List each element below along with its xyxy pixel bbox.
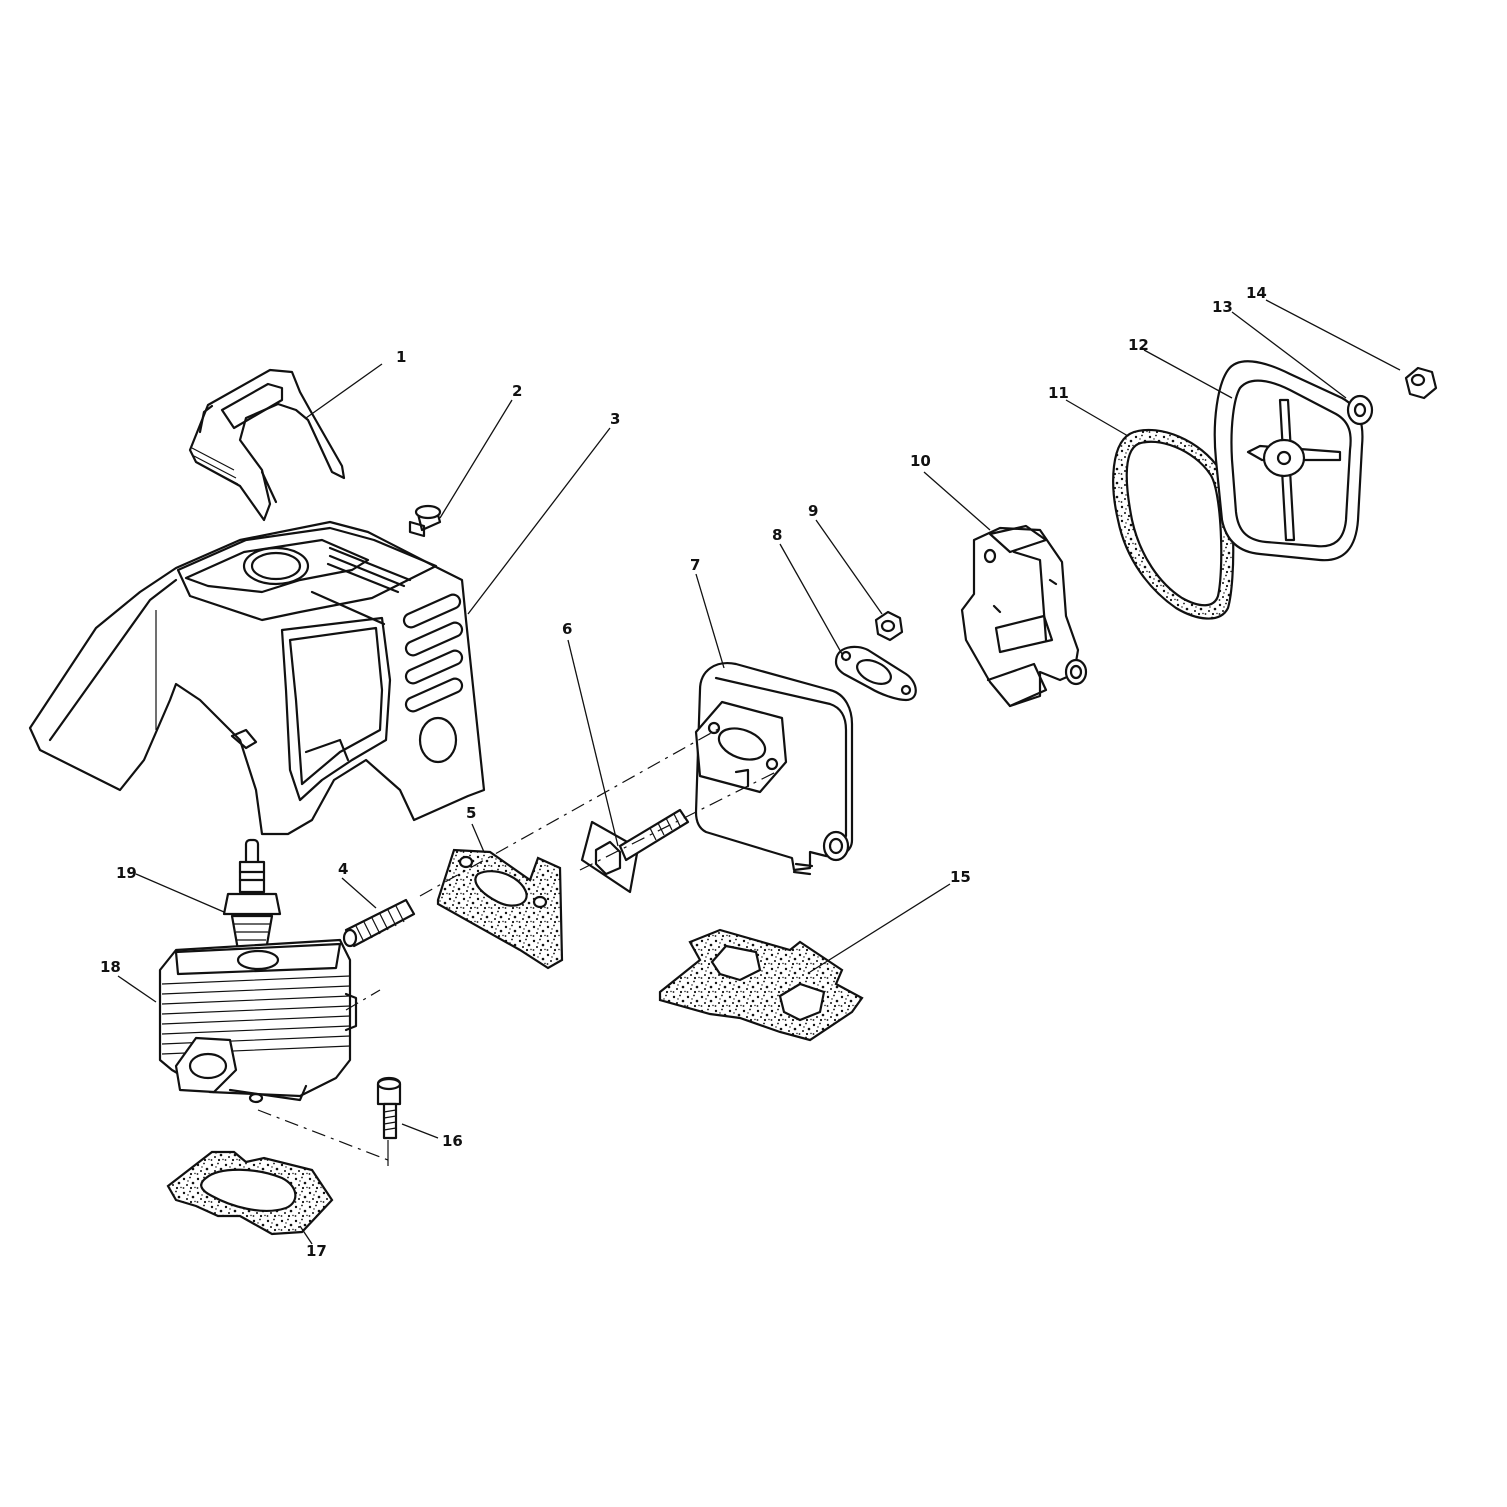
part-7-muffler xyxy=(694,662,854,876)
label-part-7: 7 xyxy=(690,556,700,574)
part-5-bracket-gasket xyxy=(436,848,564,970)
label-part-17: 17 xyxy=(306,1242,327,1260)
part-4-stud xyxy=(342,898,416,948)
label-part-1: 1 xyxy=(396,348,406,366)
label-part-19: 19 xyxy=(116,864,137,882)
assembly-center-lines xyxy=(257,727,781,1166)
part-8-gasket xyxy=(834,645,917,702)
part-3-cylinder-shroud xyxy=(28,520,486,836)
part-11-filter-gasket xyxy=(1112,428,1235,620)
label-part-16: 16 xyxy=(442,1132,463,1150)
label-part-18: 18 xyxy=(100,958,121,976)
label-part-2: 2 xyxy=(512,382,522,400)
part-2-screw xyxy=(408,504,442,538)
label-part-11: 11 xyxy=(1048,384,1069,402)
part-18-cylinder xyxy=(158,938,358,1104)
label-part-12: 12 xyxy=(1128,336,1149,354)
part-number-labels: 1 2 3 4 5 6 7 8 9 10 11 12 13 14 15 16 1… xyxy=(100,284,1267,1260)
part-12-filter-cover xyxy=(1213,360,1364,562)
part-9-nut xyxy=(874,610,904,642)
label-part-15: 15 xyxy=(950,868,971,886)
part-15-base-gasket xyxy=(658,928,864,1042)
part-13-washer xyxy=(1346,394,1374,426)
part-19-spark-plug xyxy=(222,838,282,952)
label-part-13: 13 xyxy=(1212,298,1233,316)
label-part-3: 3 xyxy=(610,410,620,428)
label-part-6: 6 xyxy=(562,620,572,638)
label-part-4: 4 xyxy=(338,860,348,878)
label-part-14: 14 xyxy=(1246,284,1267,302)
part-6-bolt-plate xyxy=(580,808,690,894)
part-17-cylinder-gasket xyxy=(166,1150,334,1236)
label-part-9: 9 xyxy=(808,502,818,520)
label-part-5: 5 xyxy=(466,804,476,822)
label-part-8: 8 xyxy=(772,526,782,544)
part-1-handle-cover xyxy=(188,368,346,522)
label-part-10: 10 xyxy=(910,452,931,470)
part-14-nut xyxy=(1404,366,1438,400)
part-16-bolt xyxy=(376,1076,402,1140)
leader-lines xyxy=(117,299,1401,1245)
part-10-heat-shield xyxy=(960,524,1088,708)
